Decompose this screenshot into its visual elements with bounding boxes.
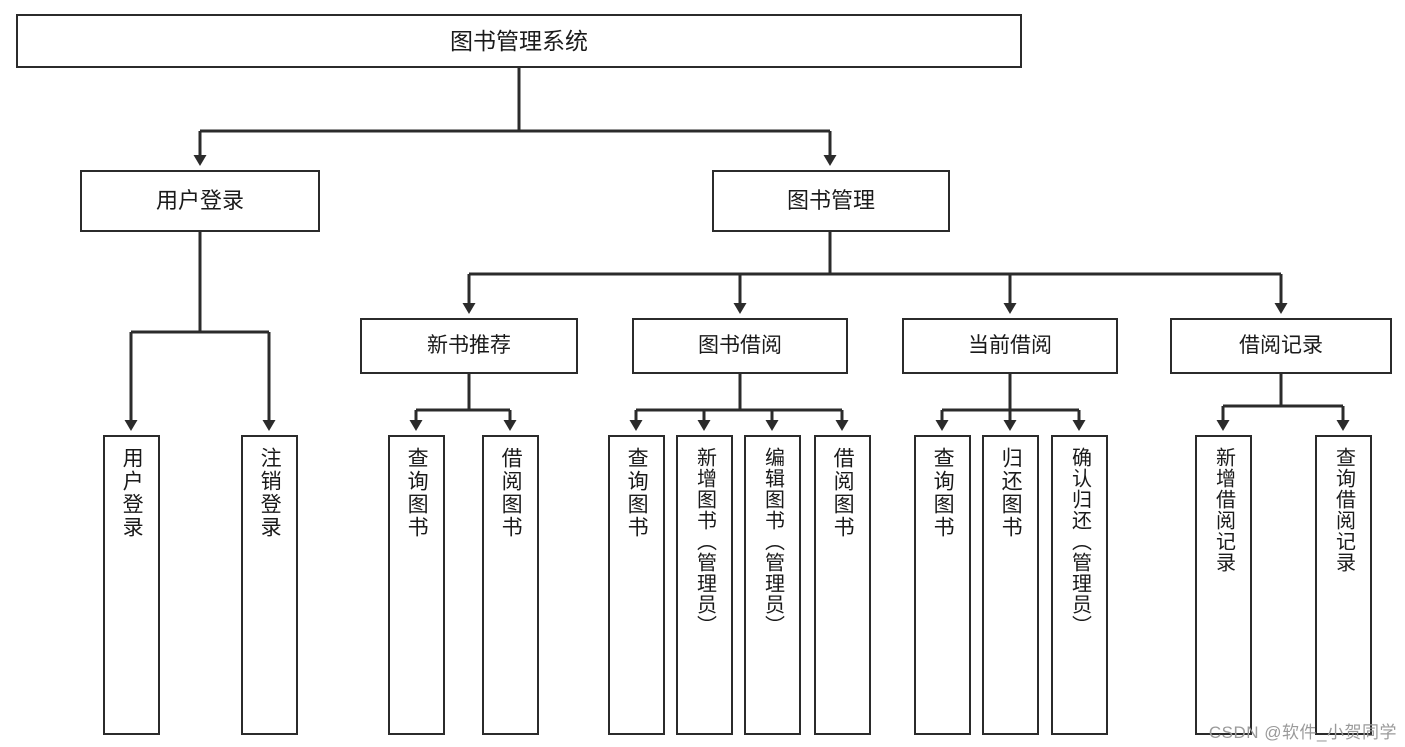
- node-label: 查询图书: [405, 447, 429, 539]
- node-book-management[interactable]: 图书管理: [712, 170, 950, 232]
- node-borrow-record[interactable]: 借阅记录: [1170, 318, 1392, 374]
- node-label: 图书管理系统: [450, 27, 588, 54]
- node-label: 新书推荐: [427, 334, 511, 358]
- node-leaf-logout-login[interactable]: 注销登录: [241, 435, 298, 735]
- node-label: 借阅图书: [831, 447, 855, 539]
- node-label: 归还图书: [999, 447, 1023, 539]
- node-label: 查询图书: [625, 447, 649, 539]
- node-label: 借阅记录: [1239, 334, 1323, 358]
- node-leaf-borrow-book[interactable]: 借阅图书: [814, 435, 871, 735]
- node-leaf-query-book-current[interactable]: 查询图书: [914, 435, 971, 735]
- node-leaf-user-login[interactable]: 用户登录: [103, 435, 160, 735]
- node-leaf-return-book[interactable]: 归还图书: [982, 435, 1039, 735]
- node-current-borrow[interactable]: 当前借阅: [902, 318, 1118, 374]
- node-label: 借阅图书: [499, 447, 523, 539]
- node-label: 注销登录: [258, 447, 282, 539]
- node-leaf-query-borrow-record[interactable]: 查询借阅记录: [1315, 435, 1372, 735]
- node-label: 确认归还（管理员）: [1068, 447, 1091, 636]
- node-label: 图书借阅: [698, 334, 782, 358]
- node-label: 用户登录: [120, 447, 144, 539]
- node-leaf-edit-book-admin[interactable]: 编辑图书（管理员）: [744, 435, 801, 735]
- node-label: 查询借阅记录: [1332, 447, 1355, 573]
- node-user-login[interactable]: 用户登录: [80, 170, 320, 232]
- node-new-book-recommend[interactable]: 新书推荐: [360, 318, 578, 374]
- node-leaf-confirm-return-admin[interactable]: 确认归还（管理员）: [1051, 435, 1108, 735]
- node-leaf-borrow-book-recommend[interactable]: 借阅图书: [482, 435, 539, 735]
- node-label: 编辑图书（管理员）: [761, 447, 784, 636]
- node-label: 新增借阅记录: [1212, 447, 1235, 573]
- node-label: 查询图书: [931, 447, 955, 539]
- node-leaf-query-book-recommend[interactable]: 查询图书: [388, 435, 445, 735]
- node-book-borrow[interactable]: 图书借阅: [632, 318, 848, 374]
- node-leaf-add-book-admin[interactable]: 新增图书（管理员）: [676, 435, 733, 735]
- node-label: 用户登录: [155, 187, 244, 213]
- node-leaf-add-borrow-record[interactable]: 新增借阅记录: [1195, 435, 1252, 735]
- csdn-watermark: CSDN @软件_小贺同学: [1208, 723, 1397, 742]
- node-root-system[interactable]: 图书管理系统: [16, 14, 1022, 68]
- node-label: 新增图书（管理员）: [693, 447, 716, 636]
- node-label: 图书管理: [786, 187, 875, 213]
- node-label: 当前借阅: [968, 334, 1052, 358]
- node-leaf-query-book-borrow[interactable]: 查询图书: [608, 435, 665, 735]
